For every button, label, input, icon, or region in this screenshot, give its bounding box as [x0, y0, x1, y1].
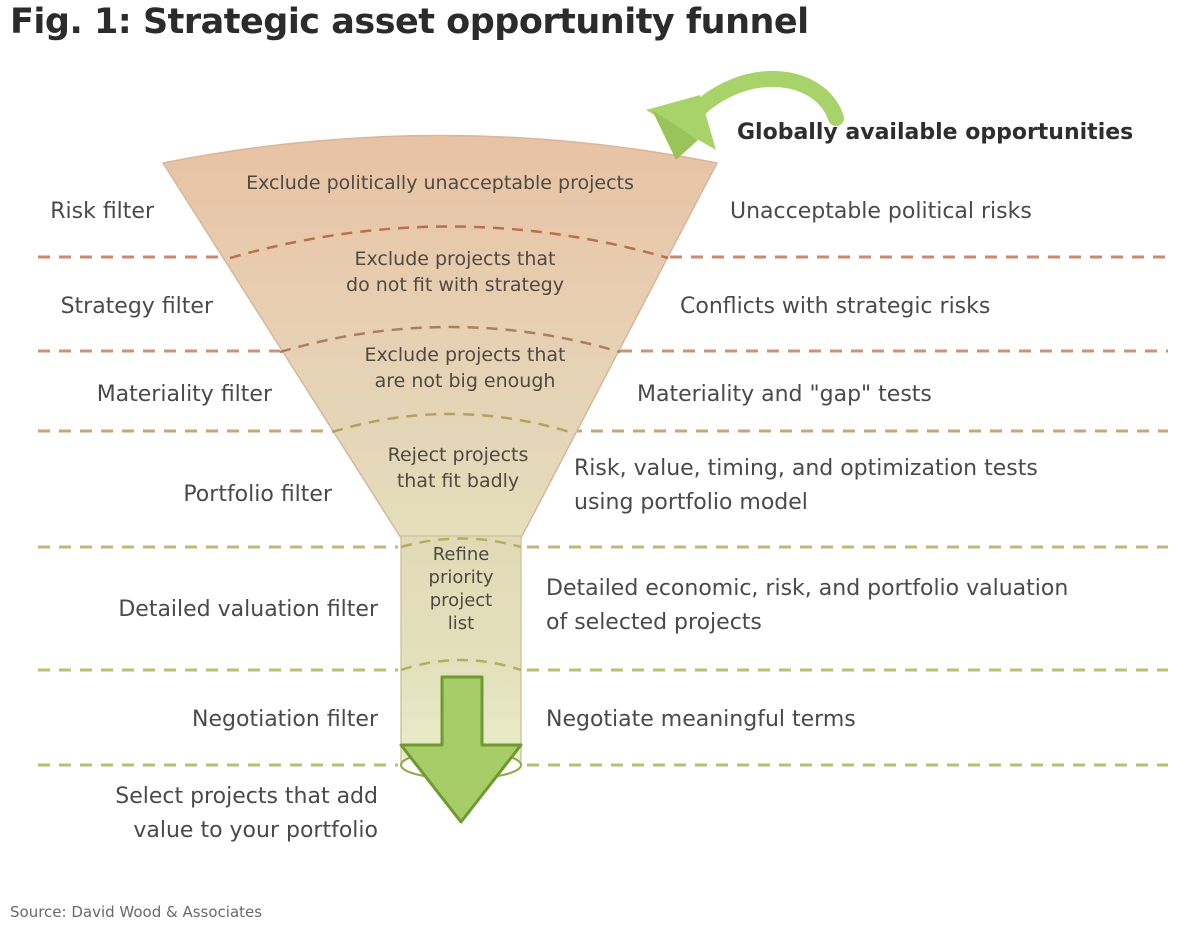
valuation-description: Detailed economic, risk, and portfolio v… [546, 576, 1069, 635]
source-credit: Source: David Wood & Associates [10, 903, 263, 921]
strategy-filter-label: Strategy filter [60, 294, 213, 319]
risk-description: Unacceptable political risks [730, 199, 1032, 224]
divider-lines [38, 255, 1168, 767]
materiality-description: Materiality and "gap" tests [637, 382, 932, 407]
portfolio-filter-label: Portfolio filter [183, 482, 332, 507]
curved-entry-arrow-icon [646, 70, 844, 160]
stage-portfolio-text: Reject projects that fit badly [387, 444, 529, 492]
down-arrow-icon [399, 675, 523, 824]
negotiation-description: Negotiate meaningful terms [546, 707, 856, 732]
stage-risk-text: Exclude politically unacceptable project… [246, 172, 634, 194]
negotiation-filter-label: Negotiation filter [192, 707, 378, 732]
risk-filter-label: Risk filter [50, 199, 154, 224]
figure-title: Fig. 1: Strategic asset opportunity funn… [10, 2, 809, 42]
stage-strategy-text: Exclude projects that do not fit with st… [346, 248, 564, 296]
stage-valuation-text: Refine priority project list [428, 544, 494, 634]
final-outcome-label: Select projects that add value to your p… [115, 784, 378, 843]
stage-materiality-text: Exclude projects that are not big enough [364, 344, 566, 392]
funnel-cone [161, 134, 719, 539]
strategy-description: Conflicts with strategic risks [680, 294, 991, 319]
detailed-valuation-filter-label: Detailed valuation filter [118, 597, 378, 622]
materiality-filter-label: Materiality filter [96, 382, 272, 407]
portfolio-description: Risk, value, timing, and optimization te… [574, 456, 1038, 515]
globally-available-opportunities-label: Globally available opportunities [737, 120, 1134, 145]
